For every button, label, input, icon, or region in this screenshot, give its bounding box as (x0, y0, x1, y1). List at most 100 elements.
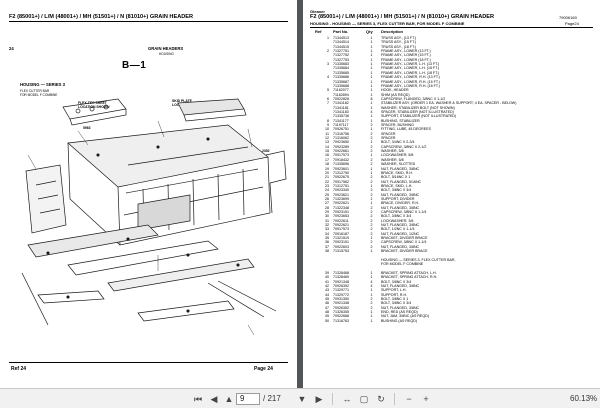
part-number-cell: 70917573 (333, 153, 349, 158)
part-number-cell: 71328468 (333, 270, 349, 275)
qty-cell: 1 (370, 275, 373, 280)
page-number-input[interactable]: 9 (236, 393, 260, 405)
zoom-level[interactable]: 60.13% (570, 394, 598, 403)
description-cell: FITTING, LUBE, 45 DEGREES (381, 127, 431, 132)
description-cell: BOLT, 1/2NC X 1-1/4 (381, 227, 415, 232)
ref-cell: 48 (325, 310, 329, 315)
page-code: Page24 (565, 21, 579, 26)
description-cell: BRACKET, DIVIDER BRACE (381, 236, 428, 241)
description-cell: END, RED (AS REQD) (381, 310, 418, 315)
diagram-subtitle: HOUSING (159, 52, 174, 56)
housing-series-title: HOUSING — SERIES 3 (20, 82, 65, 87)
description-cell: NUT, FLANGED, 3/8NC (381, 192, 420, 197)
footer-ref: Ref 24 (11, 366, 27, 372)
description-cell: FRAME ASY., LOWER, R.H. (13 FT.) (381, 75, 440, 80)
part-number-cell: 70923601 (333, 166, 349, 171)
fit-page-icon[interactable]: ▢ (359, 393, 369, 404)
description-cell: NUT, FLANGED, 3/8NC (381, 244, 420, 249)
description-cell: BRACKET, DIVIDER BRACE (381, 249, 428, 254)
description-cell: FRAME ASY., LOWER, L.H. (18 FT.) (381, 70, 440, 75)
part-number-cell: 71162077 (333, 88, 349, 93)
prev-page-button[interactable]: ◀ (210, 393, 218, 404)
ref-cell: 26 (325, 196, 329, 201)
description-cell: NUT, JAM, 3/8NC (AS REQD) (381, 314, 429, 319)
part-number-cell: 70923151 (333, 240, 349, 245)
part-number-cell: 70923653 (333, 214, 349, 219)
part-number-cell: 70923650 (333, 140, 349, 145)
toolbar-divider (332, 393, 333, 405)
ref-cell: 5 (327, 88, 329, 93)
part-number-cell: 71335736 (333, 114, 349, 119)
fit-width-icon[interactable]: ↔ (342, 394, 352, 404)
part-number-cell: 70922661 (333, 149, 349, 154)
ref-cell: 32 (325, 223, 329, 228)
qty-cell: 1 (370, 49, 373, 54)
ref-cell: 44 (325, 292, 329, 297)
qty-cell: 1 (370, 83, 373, 88)
ref-cell: 39 (325, 270, 329, 275)
description-cell: BOLT, 3/4NC X 2-3/4 (381, 140, 415, 145)
ref-cell: 38 (325, 249, 329, 254)
document-viewport[interactable]: F2 (85001+) / L/M (48001+) / MH (51501+)… (0, 0, 600, 388)
description-cell: BOLT, 3/8NC X 3/4 (381, 188, 412, 193)
section-subheader: HOUSING - HOUSING — SERIES 3, FLEX CUTTE… (310, 21, 465, 26)
description-cell: WASHER, 5/8 (381, 157, 404, 162)
qty-cell: 1 (370, 70, 373, 75)
down-arrow-icon[interactable]: ▼ (297, 394, 307, 404)
zoom-in-icon[interactable]: + (423, 394, 429, 404)
part-number-cell: 71322348 (333, 205, 349, 210)
rotate-icon[interactable]: ↻ (377, 393, 385, 404)
qty-cell: 2 (370, 205, 373, 210)
subheader-rule (310, 27, 593, 28)
description-cell: SUPPORT, R.H. (381, 292, 408, 297)
up-arrow-icon[interactable]: ▲ (224, 394, 234, 404)
diagram-title: GRAIN HEADERS (148, 46, 184, 51)
part-number-cell: 71329772 (333, 292, 349, 297)
part-number-cell: 71328469 (333, 275, 349, 280)
ref-cell: 46 (325, 301, 329, 306)
footer-page: Page 24 (254, 366, 273, 372)
ref-cell: 35 (325, 236, 329, 241)
viewer-toolbar: ⏮ ◀ ▲ 9 / 217 ▼ ▶ ↔ ▢ ↻ − + 60.13% (0, 388, 600, 408)
next-page-button[interactable]: ▶ (315, 393, 323, 404)
zoom-out-icon[interactable]: − (406, 394, 412, 404)
qty-cell: 1 (370, 114, 373, 119)
part-number-cell: 71323699 (333, 196, 349, 201)
qty-cell: 2 (370, 297, 373, 301)
first-page-button[interactable]: ⏮ (193, 393, 203, 404)
part-number-cell: 71335686 (333, 75, 349, 80)
table-row: 71335685 1 FRAME ASY., LOWER, L.H. (18 FT.… (303, 71, 600, 75)
part-number-cell: 71335683 (333, 62, 349, 67)
part-number-cell: 71335685 (333, 70, 349, 75)
qty-cell: 2 (370, 210, 373, 214)
ref-cell: 11 (325, 131, 329, 136)
qty-cell: 1 (370, 66, 373, 71)
part-number-cell: 71327751 (333, 49, 349, 54)
part-number-cell: 70922611 (333, 218, 349, 223)
qty-cell: 1 (370, 236, 373, 241)
ref-cell: 40 (325, 275, 329, 280)
qty-cell: 2 (370, 162, 373, 167)
qty-cell: 1 (370, 127, 373, 132)
ref-cell: 12 (325, 136, 329, 141)
ref-cell: 31 (325, 218, 329, 223)
